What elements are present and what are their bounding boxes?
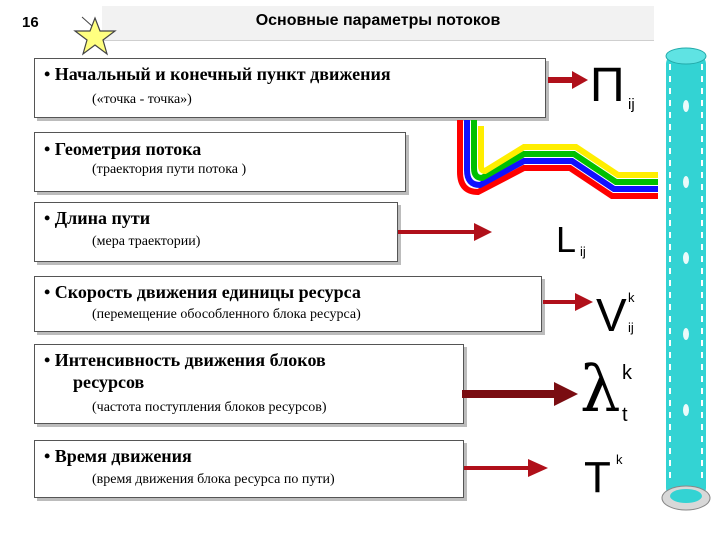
item-card-start-end bbox=[34, 58, 546, 118]
title-bar bbox=[102, 6, 654, 41]
arrow-speed bbox=[543, 293, 593, 311]
slide-title: Основные параметры потоков bbox=[255, 12, 501, 29]
item-sub-speed: (перемещение обособленного блока ресурса… bbox=[92, 307, 361, 322]
symbol-lambda: λ bbox=[580, 353, 621, 427]
arrow-intensity bbox=[462, 382, 578, 406]
item-card-geometry bbox=[34, 132, 406, 192]
item-bullet-geometry: • Геометрия потока bbox=[44, 139, 202, 159]
symbol-pi: П bbox=[590, 59, 625, 112]
item-card-speed bbox=[34, 276, 542, 332]
item-card-length bbox=[34, 202, 398, 262]
item-bullet-time: • Время движения bbox=[44, 446, 192, 466]
symbol-v-sub: ij bbox=[628, 320, 634, 335]
item-bullet-intensity-line1: • Интенсивность движения блоков bbox=[44, 350, 326, 370]
item-card-intensity bbox=[34, 344, 464, 424]
symbol-v: V bbox=[596, 289, 627, 341]
item-sub-intensity: (частота поступления блоков ресурсов) bbox=[92, 400, 327, 415]
symbol-v-sup: k bbox=[628, 290, 635, 305]
cylinder-tube-icon bbox=[661, 47, 711, 511]
item-bullet-start-end: • Начальный и конечный пункт движения bbox=[44, 64, 391, 84]
symbol-l: L bbox=[556, 219, 577, 260]
flow-geometry-icon bbox=[457, 120, 658, 199]
item-sub-time: (время движения блока ресурса по пути) bbox=[92, 472, 335, 487]
symbol-lambda-sub: t bbox=[622, 404, 628, 426]
item-sub-length: (мера траектории) bbox=[92, 234, 201, 249]
item-bullet-speed: • Скорость движения единицы ресурса bbox=[44, 282, 361, 302]
item-bullet-intensity-line2: ресурсов bbox=[73, 372, 145, 392]
symbol-t-sup: k bbox=[616, 452, 623, 467]
item-bullet-length: • Длина пути bbox=[44, 208, 151, 228]
item-sub-start-end: («точка - точка») bbox=[92, 92, 192, 107]
item-card-time bbox=[34, 440, 464, 498]
symbol-lambda-sup: k bbox=[622, 362, 632, 384]
item-sub-geometry: (траектория пути потока ) bbox=[92, 162, 247, 177]
star-icon bbox=[73, 16, 117, 56]
symbol-l-sub: ij bbox=[580, 244, 586, 259]
slide-number: 16 bbox=[22, 14, 39, 31]
arrow-length bbox=[398, 223, 492, 241]
symbol-t: T bbox=[584, 453, 611, 502]
arrow-time bbox=[464, 459, 548, 477]
arrow-start-end bbox=[548, 71, 588, 89]
symbol-pi-sub: ij bbox=[628, 96, 635, 113]
